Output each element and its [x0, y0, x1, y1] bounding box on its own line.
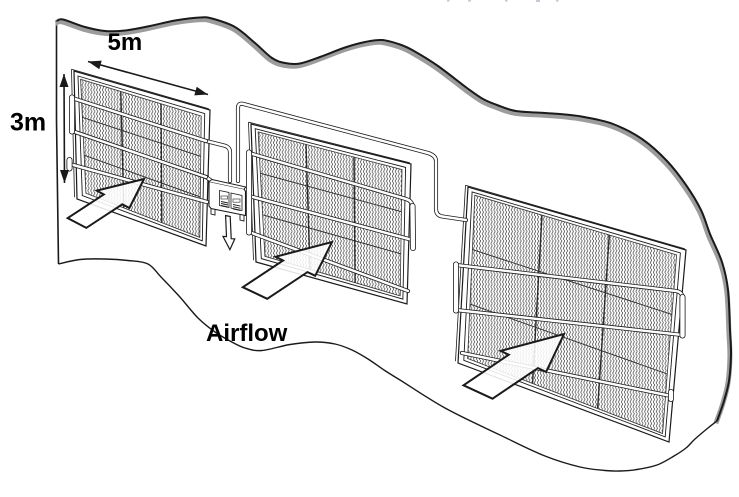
svg-text:3m: 3m [10, 109, 46, 137]
svg-text:Airflow: Airflow [206, 320, 288, 347]
svg-text:5m: 5m [108, 29, 143, 56]
